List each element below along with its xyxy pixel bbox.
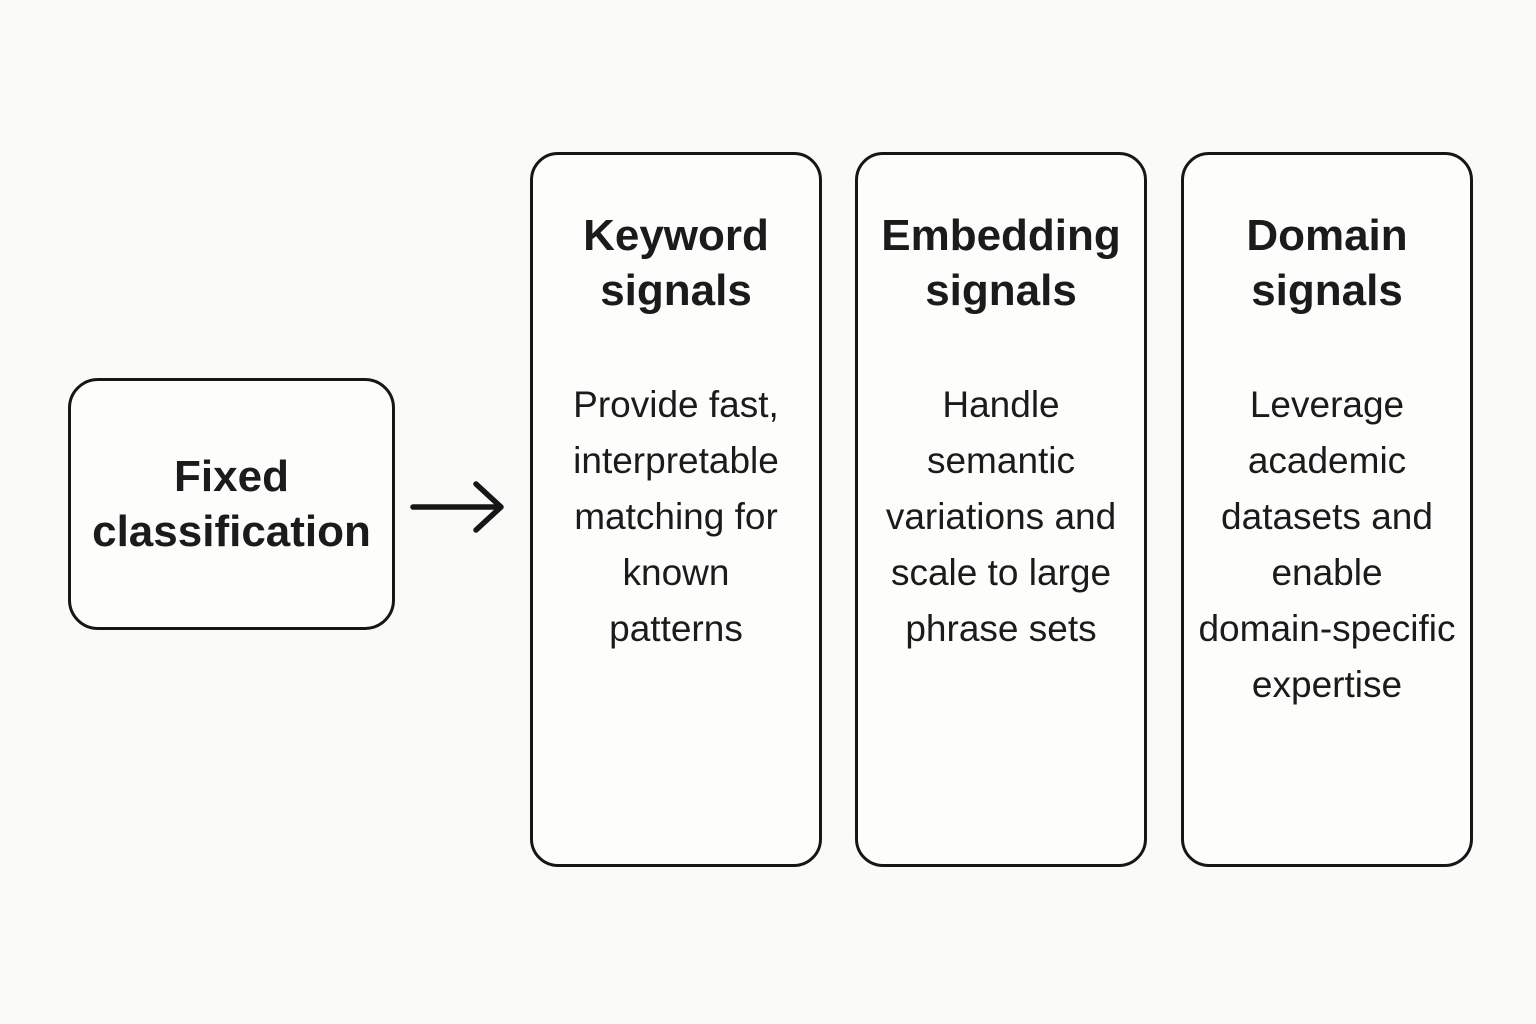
card-keyword-signals: Keyword signals Provide fast, interpreta… [530,152,822,867]
card-title: Domain signals [1246,211,1408,315]
card-body: Handle semantic variations and scale to … [885,384,1117,649]
source-node-label: Fixed classification [92,452,371,556]
card-domain-signals: Domain signals Leverage academic dataset… [1181,152,1473,867]
card-title: Embedding signals [881,211,1121,315]
card-embedding-signals: Embedding signals Handle semantic variat… [855,152,1147,867]
card-title: Keyword signals [583,211,769,315]
right-arrow-icon [410,481,504,533]
source-node-fixed-classification: Fixed classification [68,378,395,630]
card-body: Provide fast, interpretable matching for… [573,384,779,649]
card-body: Leverage academic datasets and enable do… [1198,384,1456,705]
